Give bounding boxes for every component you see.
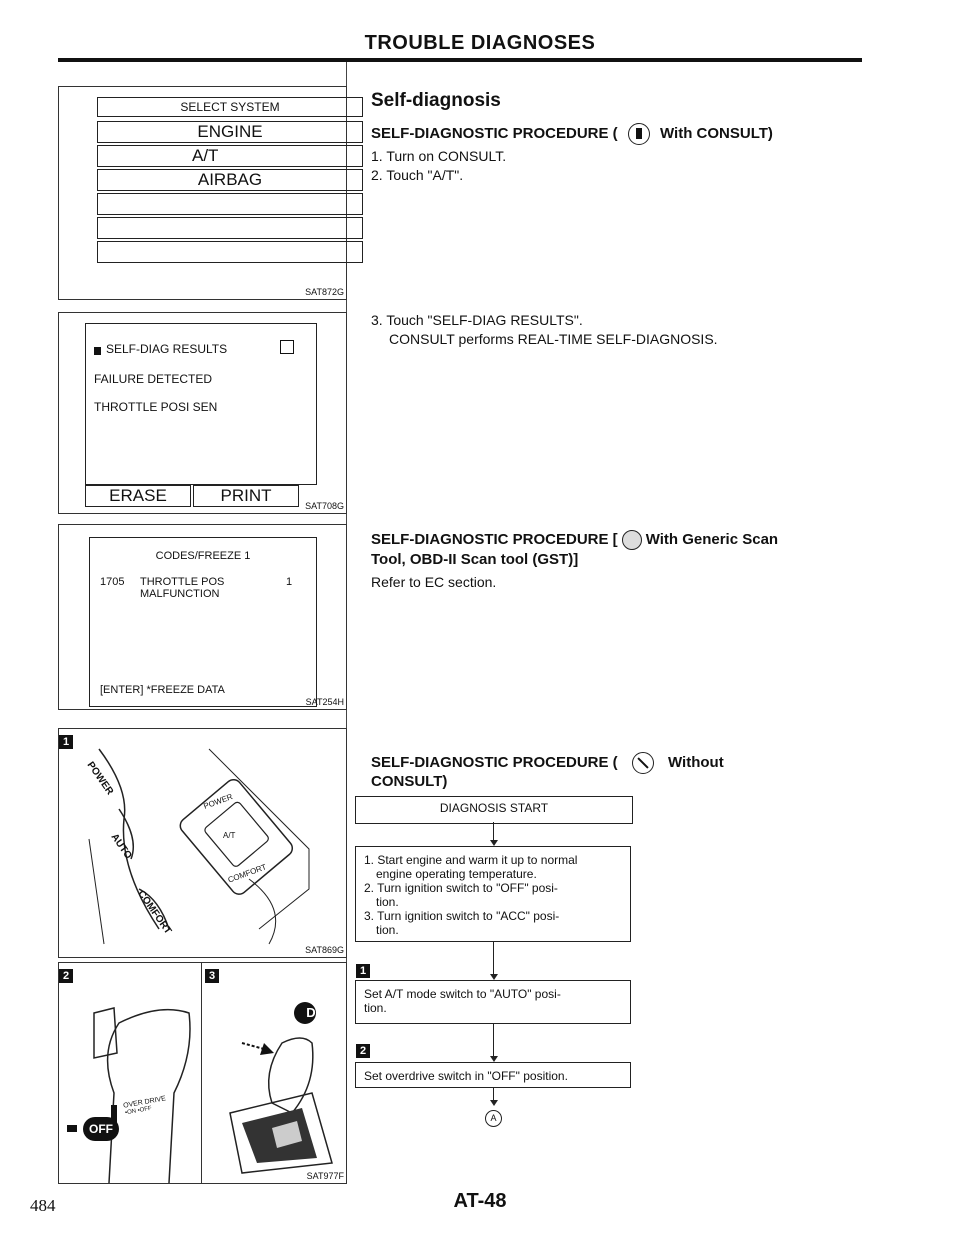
flow-arrow-4 <box>493 1088 494 1104</box>
flow-arrow-1 <box>493 822 494 844</box>
gst-icon <box>621 530 642 550</box>
figure-self-diag-results: SELF-DIAG RESULTS FAILURE DETECTED THROT… <box>58 312 347 514</box>
flow-step-a-box: 1. Start engine and warm it up to normal… <box>355 846 631 942</box>
procedure-1-step-2: 2. Touch "A/T". <box>371 167 464 183</box>
flow-arrowhead-4 <box>490 1100 498 1106</box>
flow-arrow-3 <box>493 1024 494 1060</box>
flow-step-c-line: Set overdrive switch in "OFF" position. <box>364 1069 568 1083</box>
figure-code: SAT872G <box>305 287 344 297</box>
page-number-center: AT-48 <box>453 1190 507 1212</box>
figure-codes-freeze: CODES/FREEZE 1 1705 THROTTLE POS MALFUNC… <box>58 524 347 710</box>
callout-3: 3 <box>205 969 219 983</box>
flow-callout-2: 2 <box>356 1044 370 1058</box>
dtc-item-2: MALFUNCTION <box>140 588 220 600</box>
flow-step-a-line-2: engine operating temperature. <box>376 867 537 881</box>
figure-split <box>201 963 202 1183</box>
failure-item: THROTTLE POSI SEN <box>94 400 218 414</box>
figure-code: SAT254H <box>305 697 344 707</box>
procedure-1-title-a: SELF-DIAGNOSTIC PROCEDURE ( <box>371 124 618 142</box>
flow-arrowhead-2 <box>490 974 498 980</box>
erase-button: ERASE <box>85 485 191 507</box>
switch-label-at: A/T <box>223 831 236 840</box>
flow-step-b-line-1: Set A/T mode switch to "AUTO" posi- <box>364 987 561 1001</box>
page-number-left: 484 <box>30 1196 56 1215</box>
callout-1: 1 <box>59 735 73 749</box>
flow-step-a-line-5: 3. Turn ignition switch to "ACC" posi- <box>364 909 560 923</box>
gst-screen: CODES/FREEZE 1 1705 THROTTLE POS MALFUNC… <box>89 537 317 707</box>
procedure-3-title-b: Without <box>668 753 724 771</box>
no-consult-icon <box>631 752 654 774</box>
flow-end-connector: A <box>485 1110 502 1127</box>
procedure-2-title-b: With Generic Scan <box>645 530 779 548</box>
shift-knob-illustration <box>67 1007 191 1183</box>
procedure-3-title: SELF-DIAGNOSTIC PROCEDURE ( Without <box>371 752 871 774</box>
gear-d-marker: D <box>306 1005 316 1020</box>
freeze-footer: [ENTER] *FREEZE DATA <box>100 684 225 696</box>
figure-code: SAT869G <box>305 945 344 955</box>
off-button: OFF <box>83 1117 119 1141</box>
print-button: PRINT <box>193 485 299 507</box>
flow-arrowhead-1 <box>490 840 498 846</box>
flow-step-a-line-4: tion. <box>376 895 399 909</box>
page-header-title: TROUBLE DIAGNOSES <box>364 32 596 54</box>
callout-2: 2 <box>59 969 73 983</box>
flow-arrowhead-3 <box>490 1056 498 1062</box>
flow-start-text: DIAGNOSIS START <box>439 801 549 815</box>
procedure-1-step-3: 3. Touch "SELF-DIAG RESULTS". <box>371 312 583 328</box>
checkbox-icon <box>280 340 294 354</box>
menu-item-at: A/T <box>97 145 363 167</box>
procedure-1-step-3b: CONSULT performs REAL-TIME SELF-DIAGNOSI… <box>389 331 718 347</box>
procedure-3-title-c: CONSULT) <box>371 773 448 790</box>
flow-end-label: A <box>490 1113 497 1123</box>
figure-select-system: SELECT SYSTEM ENGINE A/T AIRBAG SAT872G <box>58 86 363 300</box>
procedure-2-title: SELF-DIAGNOSTIC PROCEDURE [ With Generic … <box>371 530 871 550</box>
flow-step-b-line-2: tion. <box>364 1001 387 1015</box>
flow-step-a-line-6: tion. <box>376 923 399 937</box>
flow-callout-1: 1 <box>356 964 370 978</box>
procedure-1-step-1: 1. Turn on CONSULT. <box>371 148 507 164</box>
select-system-row: SELECT SYSTEM <box>97 97 363 117</box>
flow-start-box: DIAGNOSIS START <box>355 796 633 824</box>
procedure-2-title-c: Tool, OBD-II Scan tool (GST)] <box>371 551 579 568</box>
dtc-count: 1 <box>286 576 293 588</box>
menu-item-empty-3 <box>97 241 363 263</box>
menu-item-empty-1 <box>97 193 363 215</box>
header-rule <box>58 58 862 62</box>
figure-shift-lever: 2 3 OVER DRIVE •ON •OFF OFF D SAT977F <box>58 962 347 1184</box>
screen-title: SELF-DIAG RESULTS <box>106 342 228 356</box>
flow-step-c-box: Set overdrive switch in "OFF" position. <box>355 1062 631 1088</box>
dtc-number: 1705 <box>100 576 125 588</box>
menu-item-empty-2 <box>97 217 363 239</box>
consult-icon <box>627 123 650 145</box>
procedure-3-title-a: SELF-DIAGNOSTIC PROCEDURE ( <box>371 753 618 771</box>
consult-screen: SELF-DIAG RESULTS FAILURE DETECTED THROT… <box>85 323 317 485</box>
section-title: Self-diagnosis <box>371 90 501 111</box>
figure-at-mode-switch: 1 POWER AUTO COMFORT POWER A/T COMFORT S… <box>58 728 347 958</box>
flow-arrow-2 <box>493 942 494 978</box>
procedure-1-title: SELF-DIAGNOSTIC PROCEDURE ( With CONSULT… <box>371 123 851 145</box>
mode-switch-illustration <box>88 748 310 945</box>
dtc-item: THROTTLE POS <box>140 576 225 588</box>
flow-step-a-line-3: 2. Turn ignition switch to "OFF" posi- <box>364 881 558 895</box>
flow-step-b-box: Set A/T mode switch to "AUTO" posi- tion… <box>355 980 631 1024</box>
menu-item-airbag: AIRBAG <box>97 169 363 191</box>
bullet-icon <box>94 347 101 355</box>
flow-step-a-line-1: 1. Start engine and warm it up to normal <box>364 853 578 867</box>
failure-detected-label: FAILURE DETECTED <box>94 372 213 386</box>
gate-illustration <box>229 1002 333 1174</box>
procedure-1-title-b: With CONSULT) <box>660 124 773 142</box>
figure-code: SAT977F <box>306 1171 344 1181</box>
procedure-2-title-a: SELF-DIAGNOSTIC PROCEDURE [ <box>371 530 618 548</box>
select-system-label: SELECT SYSTEM <box>180 100 280 114</box>
figure-code: SAT708G <box>305 501 344 511</box>
procedure-2-body: Refer to EC section. <box>371 574 497 590</box>
off-button-label: OFF <box>89 1122 113 1136</box>
menu-item-engine: ENGINE <box>97 121 363 143</box>
codes-title: CODES/FREEZE 1 <box>155 550 251 562</box>
